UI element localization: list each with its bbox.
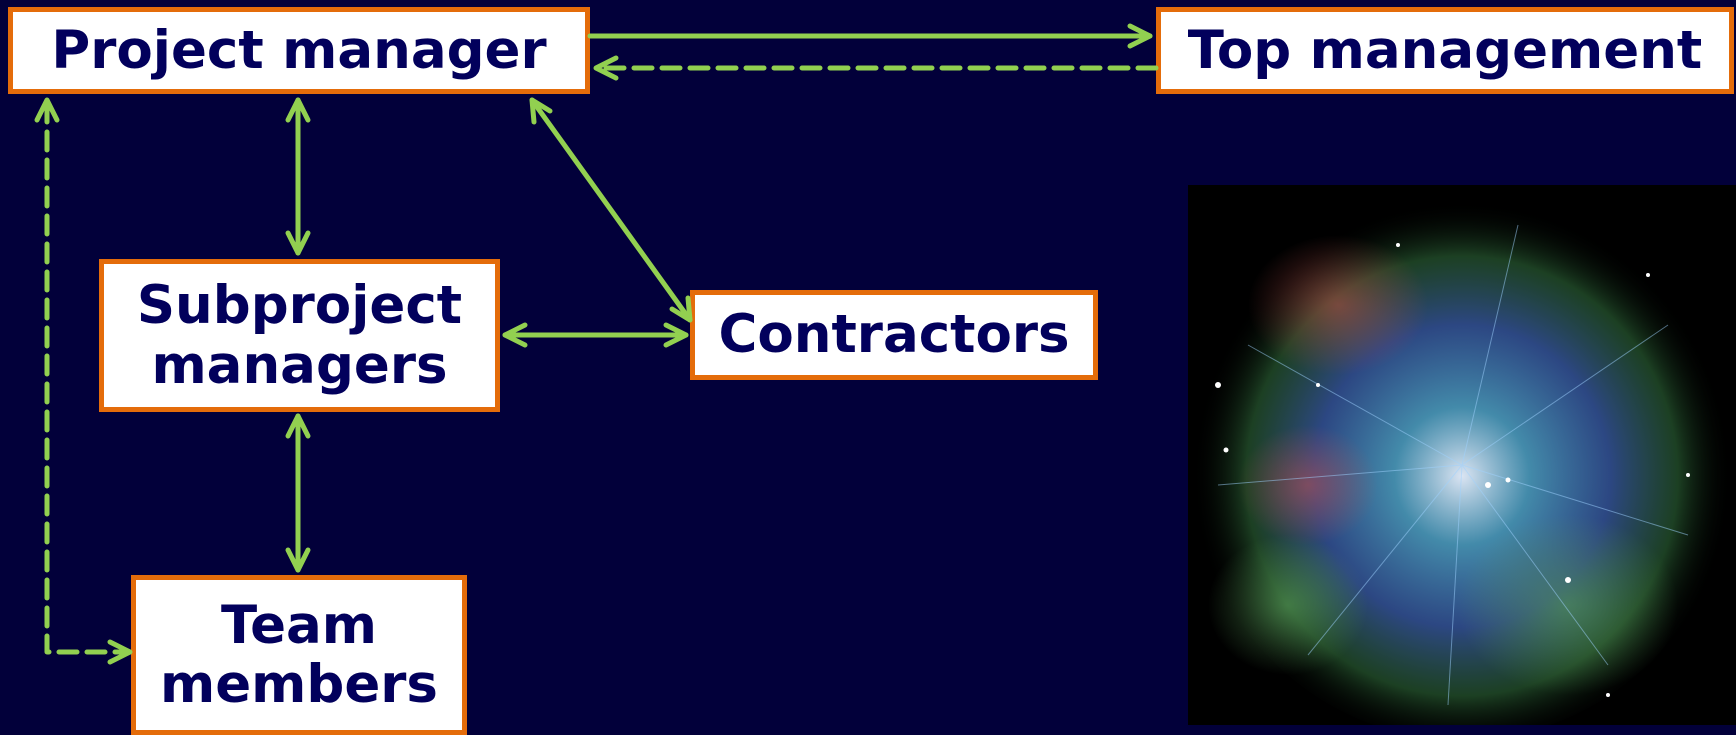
node-project-manager-label: Project manager [51,19,547,81]
node-project-manager: Project manager [8,7,590,94]
node-contractors: Contractors [690,290,1098,380]
arrowhead-sub-contractors-right [663,322,689,348]
arrowhead-top-to-pm [593,55,619,81]
arrowhead-pm-contractors-top [529,97,553,125]
arrowhead-pm-sub-top [285,97,311,123]
node-team-members-label-line1: Team [220,594,378,656]
node-subproject-managers-label-line2: managers [151,334,448,396]
arrow-pm-team [44,101,129,655]
arrowhead-sub-contractors-left [502,322,528,348]
network-graph-image [1188,185,1736,735]
node-top-management-label: Top management [1187,19,1703,81]
node-team-members-label-line2: members [160,654,438,715]
arrowhead-sub-team-bottom [285,547,311,573]
arrowhead-pm-contractors-bottom [669,295,693,323]
arrowhead-pm-team-right [107,639,133,665]
node-team-members: Team members [131,575,467,735]
arrow-pm-contractors [529,97,693,323]
arrowhead-pm-to-top [1127,23,1153,49]
node-top-management: Top management [1156,7,1734,94]
node-subproject-managers-label-line1: Subproject [136,275,463,337]
arrowhead-pm-team-top [34,97,60,123]
node-contractors-label: Contractors [718,304,1070,366]
network-graph-illustration [1192,190,1732,735]
arrowhead-sub-team-top [285,413,311,439]
arrowhead-pm-sub-bottom [285,230,311,256]
node-subproject-managers: Subproject managers [99,259,500,412]
